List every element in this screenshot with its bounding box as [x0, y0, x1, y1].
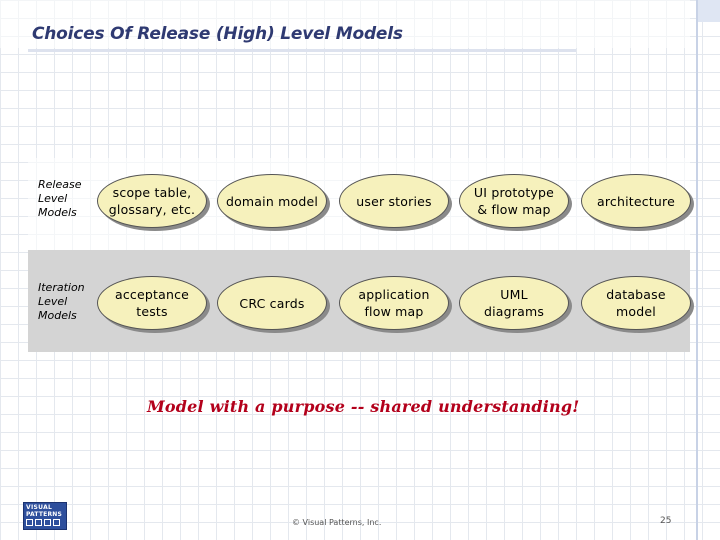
logo-line-2: PATTERNS	[26, 511, 63, 518]
title-underline	[28, 49, 576, 52]
slide-title: Choices Of Release (High) Level Models	[32, 24, 403, 44]
logo-line-1: VISUAL	[26, 504, 53, 511]
model-architecture: architecture	[581, 174, 691, 228]
right-vertical-rule	[696, 0, 698, 540]
model-user-stories: user stories	[339, 174, 449, 228]
corner-decoration	[698, 0, 720, 22]
model-domain-model: domain model	[217, 174, 327, 228]
visual-patterns-logo: VISUAL PATTERNS	[23, 502, 67, 530]
release-level-label: Release Level Models	[38, 178, 82, 219]
title-area	[0, 0, 690, 48]
logo-boxes-icon	[26, 519, 60, 526]
model-uml-diagrams: UML diagrams	[459, 276, 569, 330]
model-application-flow-map: application flow map	[339, 276, 449, 330]
model-acceptance-tests: acceptance tests	[97, 276, 207, 330]
footer-copyright: © Visual Patterns, Inc.	[292, 518, 382, 527]
tagline: Model with a purpose -- shared understan…	[147, 397, 580, 416]
model-scope-table: scope table, glossary, etc.	[97, 174, 207, 228]
model-ui-prototype: UI prototype & flow map	[459, 174, 569, 228]
iteration-level-label: Iteration Level Models	[38, 281, 85, 322]
model-crc-cards: CRC cards	[217, 276, 327, 330]
model-database-model: database model	[581, 276, 691, 330]
page-number: 25	[660, 516, 672, 526]
